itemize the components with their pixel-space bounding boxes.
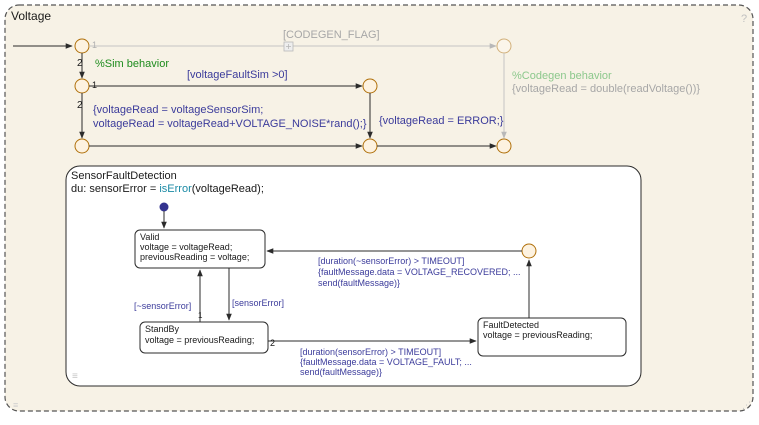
not-sensor-error-condition[interactable]: [~sensorError] xyxy=(134,301,191,311)
voltage-state-title: Voltage xyxy=(11,9,51,23)
recover-condition[interactable]: [duration(~sensorError) > TIMEOUT] xyxy=(318,256,464,266)
junction-bottom-left[interactable] xyxy=(74,138,90,154)
state-valid-line1: voltage = voltageRead; xyxy=(140,242,232,252)
fault-sim-condition[interactable]: [voltageFaultSim >0] xyxy=(187,69,288,81)
junction-bottom-mid[interactable] xyxy=(362,138,378,154)
fault-sim-order-label: 1 xyxy=(92,80,97,90)
junction-fault-sim[interactable] xyxy=(362,78,378,94)
sensor-fault-detection-title: SensorFaultDetection xyxy=(71,170,177,182)
standby-transition-order: 2 xyxy=(270,338,275,348)
recover-action-line2[interactable]: send(faultMessage)} xyxy=(318,278,400,288)
junction-codegen-top[interactable] xyxy=(496,38,512,54)
codegen-order-label: 1 xyxy=(92,40,97,50)
state-valid[interactable] xyxy=(134,229,266,269)
junction-recovery[interactable] xyxy=(521,243,537,259)
during-action: du: sensorError = isError(voltageRead); xyxy=(71,183,264,195)
to-fault-condition[interactable]: [duration(sensorError) > TIMEOUT] xyxy=(300,347,441,357)
state-standby-name: StandBy xyxy=(145,324,180,334)
codegen-action: {voltageRead = double(readVoltage())} xyxy=(512,83,700,95)
error-action[interactable]: {voltageRead = ERROR;} xyxy=(379,115,504,127)
help-question-icon[interactable]: ? xyxy=(741,13,747,25)
state-standby-line1: voltage = previousReading; xyxy=(145,335,254,345)
to-fault-action-line2[interactable]: send(faultMessage)} xyxy=(300,367,382,377)
junction-bottom-right[interactable] xyxy=(496,138,512,154)
sensor-error-condition[interactable]: [sensorError] xyxy=(232,298,284,308)
junction-mid-left[interactable] xyxy=(74,78,90,94)
sensor-sim-order-label: 2 xyxy=(77,100,83,111)
valid-transition-order: 1 xyxy=(198,311,203,320)
sensor-action-line2[interactable]: voltageRead = voltageRead+VOLTAGE_NOISE*… xyxy=(93,118,367,130)
sensor-action-line1[interactable]: {voltageRead = voltageSensorSim; xyxy=(93,104,263,116)
default-transition-dot[interactable] xyxy=(159,202,169,212)
junction-top-left[interactable] xyxy=(74,38,90,54)
resize-handle-icon: ⋰ xyxy=(742,400,751,410)
state-fault-detected[interactable] xyxy=(477,317,627,357)
state-fault-detected-line1: voltage = previousReading; xyxy=(483,330,592,340)
recover-action-line1[interactable]: {faultMessage.data = VOLTAGE_RECOVERED; … xyxy=(318,267,521,277)
state-valid-line2: previousReading = voltage; xyxy=(140,252,249,262)
state-valid-name: Valid xyxy=(140,232,159,242)
state-standby[interactable] xyxy=(139,321,269,354)
codegen-behavior-comment: %Codegen behavior xyxy=(512,70,612,82)
to-fault-action-line1[interactable]: {faultMessage.data = VOLTAGE_FAULT; ... xyxy=(300,357,472,367)
sensor-fault-bottom-icon: ≡ xyxy=(72,371,78,382)
chart-bottom-icon: ≡ xyxy=(13,400,18,410)
codegen-flag-condition[interactable]: [CODEGEN_FLAG] xyxy=(283,29,380,41)
sim-behavior-comment: %Sim behavior xyxy=(95,58,169,70)
state-fault-detected-name: FaultDetected xyxy=(483,320,539,330)
sim-order-label: 2 xyxy=(77,58,83,69)
